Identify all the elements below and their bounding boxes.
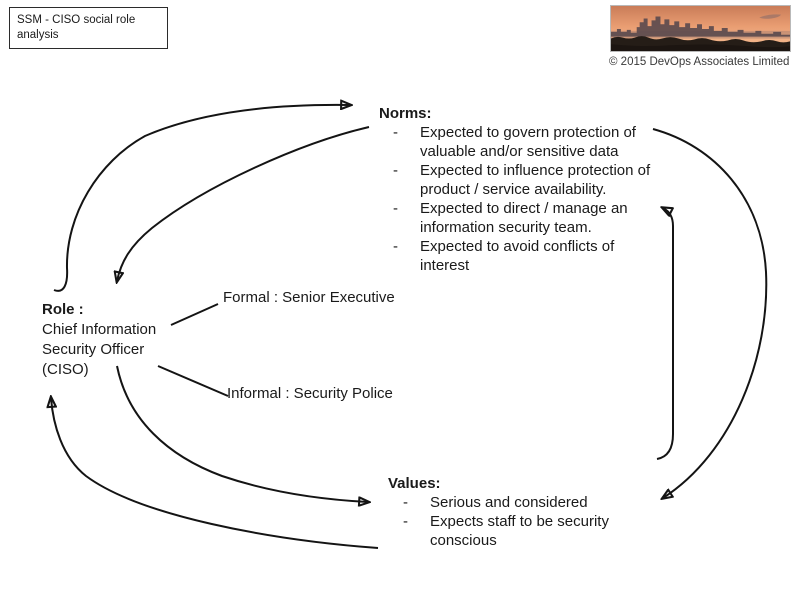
norms-list: Expected to govern protection of valuabl… (379, 123, 662, 275)
norms-block: Norms: Expected to govern protection of … (379, 104, 662, 275)
role-line: Security Officer (42, 341, 145, 358)
role-line: Chief Information (42, 321, 157, 338)
values-list: Serious and considered Expects staff to … (388, 493, 636, 550)
arrow-role-to-norms (53, 105, 350, 292)
informal-role-label: Informal : Security Police (227, 385, 393, 402)
values-item: Serious and considered (388, 493, 636, 512)
values-heading: Values: (388, 475, 441, 492)
norms-item: Expected to influence protection of prod… (379, 161, 662, 199)
connector-role-informal (157, 365, 229, 397)
slide-title: SSM - CISO social role analysis (17, 14, 136, 41)
norms-heading: Norms: (379, 105, 432, 122)
norms-item: Expected to govern protection of valuabl… (379, 123, 662, 161)
norms-item: Expected to direct / manage an informati… (379, 199, 662, 237)
formal-role-label: Formal : Senior Executive (223, 289, 395, 306)
arrow-norms-to-values (652, 128, 768, 498)
connector-role-formal (170, 303, 219, 326)
skyline-photo-art (611, 6, 790, 51)
arrow-norms-to-role (117, 126, 370, 281)
values-item: Expects staff to be security conscious (388, 512, 636, 550)
arrow-values-to-role (51, 398, 379, 549)
copyright-text: © 2015 DevOps Associates Limited (609, 56, 790, 68)
values-block: Values: Serious and considered Expects s… (388, 474, 636, 550)
role-line: (CISO) (42, 361, 89, 378)
skyline-photo (610, 5, 791, 52)
role-heading: Role : (42, 301, 84, 318)
norms-item: Expected to avoid conflicts of interest (379, 237, 662, 275)
role-block: Role : Chief Information Security Office… (42, 300, 156, 380)
title-box: SSM - CISO social role analysis (9, 7, 168, 49)
